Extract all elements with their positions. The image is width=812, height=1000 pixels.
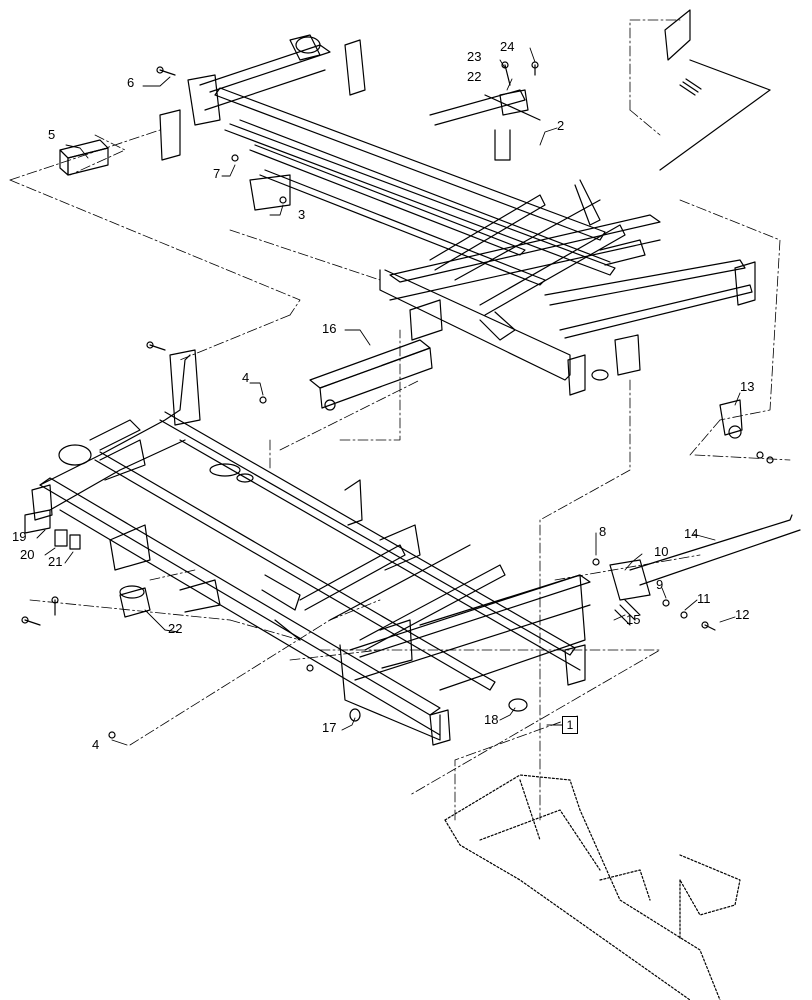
callout-3: 3 (298, 207, 306, 222)
part-5-block (60, 140, 108, 175)
callout-14: 14 (684, 526, 699, 541)
callout-2: 2 (557, 118, 565, 133)
callout-21: 21 (48, 554, 63, 569)
callout-8: 8 (599, 524, 607, 539)
callout-4-upper: 4 (242, 370, 250, 385)
small-parts (25, 10, 800, 721)
callout-22-upper: 22 (467, 69, 482, 84)
callout-13: 13 (740, 379, 755, 394)
callout-18: 18 (484, 712, 499, 727)
callout-22-lower: 22 (168, 621, 183, 636)
callout-23: 23 (467, 49, 482, 64)
callout-16: 16 (322, 321, 337, 336)
callout-leaders (37, 48, 740, 745)
bolts (22, 62, 773, 738)
callout-10: 10 (654, 544, 669, 559)
callout-4-lower: 4 (92, 737, 100, 752)
callout-24: 24 (500, 39, 515, 54)
part-16-tube (310, 300, 442, 410)
lower-frame (32, 350, 590, 745)
callout-9: 9 (656, 577, 664, 592)
tongue-assembly (445, 775, 740, 1000)
callout-20: 20 (20, 547, 35, 562)
callout-7: 7 (213, 166, 221, 181)
callout-17: 17 (322, 720, 337, 735)
upper-frame (160, 35, 755, 395)
callout-15: 15 (626, 612, 641, 627)
callout-12: 12 (735, 607, 750, 622)
callout-5: 5 (48, 127, 56, 142)
callout-1-box: 1 (562, 716, 578, 734)
leader-lines (10, 20, 790, 820)
callout-19: 19 (12, 529, 27, 544)
callout-6: 6 (127, 75, 135, 90)
callout-11: 11 (697, 591, 711, 606)
